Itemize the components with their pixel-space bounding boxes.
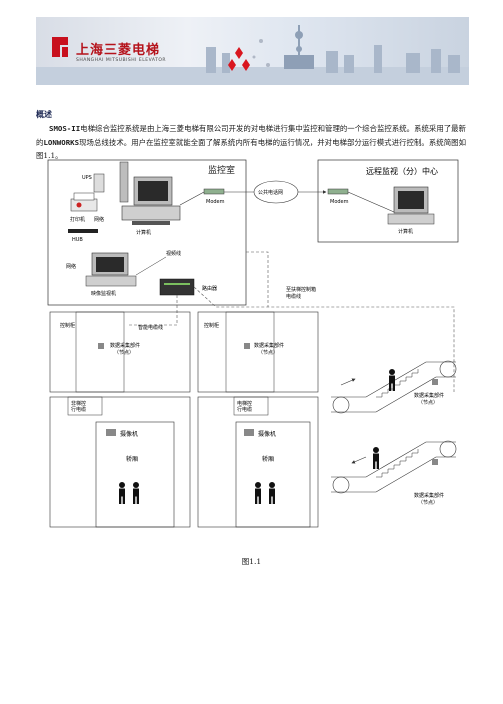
product-code: SMOS-II [49,124,81,133]
control-cabinet-1-label: 控制柜 [60,322,75,329]
header-banner: 上海三菱电梯 SHANGHAI MITSUBISHI ELEVATOR [36,17,469,85]
remote-center-label: 远程监视（分）中心 [366,166,438,176]
data-module-3-label: 数据采集部件（节点） [414,392,444,406]
hub-label: HUB [72,237,83,243]
figure-caption: 图1.1 [241,557,262,566]
passenger-1-icon [119,482,125,504]
car-1 [95,421,175,528]
camera-2-label: 摄像机 [258,430,276,438]
data-module-4-label: 数据采集部件（节点） [414,492,444,506]
data-module-2-icon [244,343,250,349]
escalator-rider-1-icon [389,369,395,391]
remote-modem-icon [327,188,349,195]
passenger-2-icon [133,482,139,504]
shaft-1 [49,396,191,528]
printer-label: 打印机 [70,216,85,223]
section-heading: 概述 [36,110,52,119]
overview-paragraph: SMOS-II电梯综合监控系统是由上海三菱电梯有限公司开发的对电梯进行集中监控和… [36,122,466,163]
paragraph-text-1: 电梯综合监控系统是由上海三菱电梯有限公司开发的对电梯进行集中监控和管理的一个综合… [36,124,466,147]
data-module-4-icon [432,459,438,465]
remote-center-box [317,159,459,243]
escalator-1 [331,360,457,414]
modem1-label: Modem [206,199,225,205]
smart-line-label: 智能电缆线 [138,324,163,331]
paragraph-text-2: 现场总线技术。用户在监控室就能全面了解系统内所有电梯的运行情况，并对电梯部分运行… [36,137,466,161]
shaft-2 [197,396,319,528]
car-2-label: 轿厢 [262,455,274,463]
data-module-2-label: 数据采集部件（节点） [254,342,284,356]
network-label: 网络 [94,216,104,223]
modem-icon [203,188,225,195]
company-name-en: SHANGHAI MITSUBISHI ELEVATOR [76,58,167,63]
video-monitor-icon [85,252,137,287]
network-label-2: 网络 [66,263,76,270]
panel-1-label: 非梯控行电缆 [71,400,86,413]
data-module-1-icon [98,343,104,349]
router-icon [159,278,195,296]
panel-2-label: 电梯控行电缆 [237,400,252,413]
monitor-host-label: 映像监视机 [91,290,116,297]
pstn-label: 公共电话网 [258,189,283,196]
escalator-line-label: 至扶梯控制箱电缆线 [286,286,316,300]
system-diagram: 监控室 UPS 打印机 HUB 网络 计算机 Modem 公共电话网 远程监视（… [47,159,459,528]
escalator-rider-2-icon [373,447,379,469]
remote-computer-label: 计算机 [398,228,413,235]
car-2 [235,421,311,528]
company-logo-icon [52,37,68,57]
camera-1-label: 摄像机 [120,430,138,438]
company-name-cn: 上海三菱电梯 [76,43,161,58]
car-1-label: 轿厢 [126,455,138,463]
monitor-room-label: 监控室 [208,164,235,176]
ups-label: UPS [82,175,92,181]
monitor-room-box [47,159,247,306]
remote-computer-icon [387,186,435,225]
computer-label: 计算机 [136,229,151,236]
control-cabinet-2-label: 控制柜 [204,322,219,329]
camera-1-icon [106,429,116,436]
computer-icon [119,161,181,225]
passenger-4-icon [269,482,275,504]
camera-2-icon [244,429,254,436]
printer-icon [70,192,98,212]
escalator-2 [331,440,457,494]
video-line-label: 视频线 [166,250,181,257]
tech-name: LONWORKS [43,137,80,147]
city-skyline-image [36,25,469,85]
passenger-3-icon [255,482,261,504]
data-module-3-icon [432,379,438,385]
ups-icon [93,173,105,193]
hub-icon [68,229,98,233]
router-label: 路由器 [202,285,217,292]
data-module-1-label: 数据采集部件（节点） [110,342,140,356]
modem2-label: Modem [330,199,349,205]
